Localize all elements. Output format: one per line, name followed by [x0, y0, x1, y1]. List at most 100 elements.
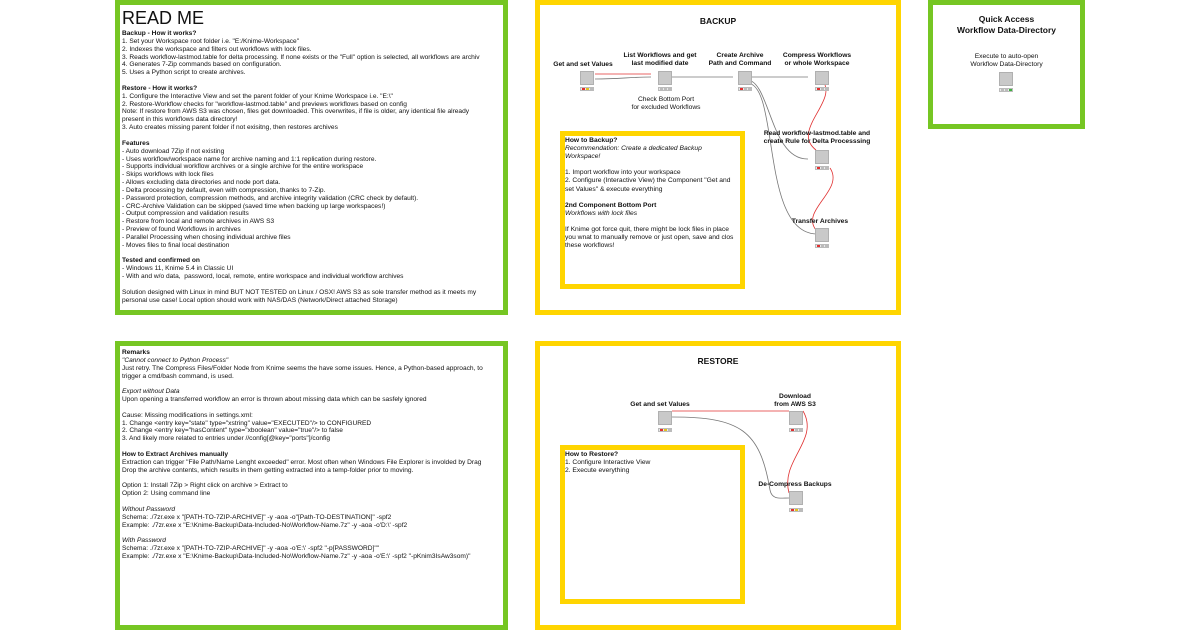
restore-node-download-status	[789, 428, 803, 432]
text-line: Schema: ./7zr.exe x "[PATH-TO-7ZIP-ARCHI…	[122, 513, 392, 521]
text-line: trigger a cmd/bash command, is used.	[122, 372, 234, 380]
backup-node-label-read-lastmod: Read workflow-lastmod.table and create R…	[763, 130, 871, 146]
readme-text: Backup - How it works?1. Set your Worksp…	[122, 30, 502, 305]
text-line: - Parallel Processing when chosing indiv…	[122, 233, 291, 241]
backup-node-transfer[interactable]	[815, 228, 829, 242]
text-line: 1. Change <entry key="state" type="xstri…	[122, 419, 372, 427]
backup-node-sub-list-workflows: Check Bottom Port for excluded Workflows	[631, 96, 701, 112]
text-line: 3. And likely more related to entries un…	[122, 435, 331, 443]
text-line: Workspace!	[565, 153, 601, 161]
backup-node-create-archive-status	[738, 87, 752, 91]
backup-node-label-compress: Compress Workflows or whole Workspace	[782, 52, 852, 68]
text-line: these workflows!	[565, 242, 615, 250]
text-line: 2. Configure (Interactive View) the Comp…	[565, 177, 731, 185]
text-line: 2nd Component Bottom Port	[565, 201, 657, 209]
restore-node-decompress-status	[789, 508, 803, 512]
text-line: - Auto download 7Zip if not existing	[122, 147, 225, 155]
backup-node-label-create-archive: Create Archive Path and Command	[708, 52, 772, 68]
text-line: - Preview of found Workflows in archives	[122, 226, 241, 234]
text-line: - CRC-Archive Validation can be skipped …	[122, 202, 386, 210]
backup-node-transfer-status	[815, 244, 829, 248]
remarks-text: Remarks"Cannot connect to Python Process…	[122, 349, 502, 561]
text-line: "Cannot connect to Python Process"	[122, 356, 229, 364]
restore-node-get-values[interactable]	[658, 411, 672, 425]
link-red-compress-to-read	[808, 79, 827, 151]
backup-node-list-workflows[interactable]	[658, 71, 672, 85]
restore-howto-box	[560, 445, 745, 604]
backup-node-get-values-status	[580, 87, 594, 91]
text-line: 1. Configure Interactive View	[565, 459, 651, 467]
text-line: 3. Auto creates missing parent folder if…	[122, 124, 338, 132]
text-line: 3. Reads workflow-lastmod.table for delt…	[122, 53, 480, 61]
quick-access-node[interactable]	[999, 72, 1013, 86]
text-line: 2. Execute everything	[565, 467, 630, 475]
text-line: 2. Restore-Workflow checks for "workflow…	[122, 100, 407, 108]
backup-node-compress-status	[815, 87, 829, 91]
backup-node-label-get-values: Get and set Values	[553, 61, 613, 68]
text-line: Upon opening a transferred workflow an e…	[122, 396, 427, 404]
restore-node-label-decompress: De-Compress Backups	[758, 481, 832, 488]
quick-access-node-label: Execute to auto-open Workflow Data-Direc…	[970, 53, 1043, 69]
text-line: set Values" & execute everything	[565, 185, 663, 193]
box-title: How to Restore?	[565, 451, 619, 458]
text-line: 1. Import workflow into your workspace	[565, 169, 681, 177]
backup-node-read-lastmod[interactable]	[815, 150, 829, 164]
restore-node-download[interactable]	[789, 411, 803, 425]
text-line: How to Extract Archives manually	[122, 450, 229, 458]
text-line: Backup - How it works?	[122, 30, 197, 37]
text-line: - With and w/o data, password, local, re…	[122, 273, 404, 281]
text-line: Remarks	[122, 349, 150, 356]
text-line: - Moves files to final local destination	[122, 241, 230, 249]
restore-node-get-values-status	[658, 428, 672, 432]
restore-node-label-download: Download from AWS S3	[774, 393, 816, 409]
text-line: personal use case! Local option should w…	[122, 296, 398, 304]
text-line: 2. Change <entry key="hasContent" type="…	[122, 427, 343, 435]
text-line: - Uses workflow/workspace name for archi…	[122, 155, 377, 163]
text-line: If Knime got force quit, there might be …	[565, 226, 729, 234]
backup-howto-text: How to Backup?Recommendation: Create a d…	[565, 137, 741, 250]
text-line: Tested and confirmed on	[122, 257, 200, 265]
link-red-read-to-transfer	[812, 167, 834, 231]
text-line: - Delta processing by default, even with…	[122, 186, 326, 194]
backup-node-list-workflows-status	[658, 87, 672, 91]
text-line: Schema: ./7zr.exe x "[PATH-TO-7ZIP-ARCHI…	[122, 545, 380, 553]
backup-annotation	[535, 0, 901, 315]
text-line: Option 1: Install 7Zip > Right click on …	[122, 482, 288, 490]
text-line: With Password	[122, 537, 166, 545]
backup-title: BACKUP	[699, 16, 737, 26]
text-line: - Restore from local and remote archives…	[122, 218, 275, 226]
text-line: Note: If restore from AWS S3 was chosen,…	[122, 108, 470, 116]
text-line: - Output compression and validation resu…	[122, 210, 249, 218]
text-line: Workflows with lock files	[565, 209, 638, 217]
backup-node-label-transfer: Transfer Archives	[791, 218, 849, 225]
text-line: Option 2: Using command line	[122, 490, 211, 498]
backup-node-label-list-workflows: List Workflows and get last modified dat…	[623, 52, 697, 68]
backup-howto-box	[560, 131, 745, 289]
backup-node-create-archive[interactable]	[738, 71, 752, 85]
box-title: How to Backup?	[565, 137, 618, 144]
link-create-to-read	[746, 79, 809, 160]
text-line: Without Password	[122, 505, 176, 513]
text-line: 2. Indexes the workspace and filters out…	[122, 45, 312, 53]
restore-annotation	[535, 341, 901, 630]
link-restore-red-2	[787, 410, 808, 494]
backup-node-read-lastmod-status	[815, 166, 829, 170]
text-line: - Windows 11, Knime 5.4 in Classic UI	[122, 265, 234, 273]
text-line: 4. Generates 7-Zip commands based on con…	[122, 61, 282, 69]
backup-node-get-values[interactable]	[580, 71, 594, 85]
text-line: Just retry. The Compress Files/Folder No…	[122, 364, 483, 372]
readme-annotation	[115, 0, 508, 315]
text-line: Drop the archive contents, which results…	[122, 466, 414, 474]
quick-access-annotation	[928, 0, 1085, 129]
backup-node-compress[interactable]	[815, 71, 829, 85]
quick-access-node-status	[999, 88, 1013, 92]
restore-node-label-get-values: Get and set Values	[630, 401, 690, 408]
link-get-to-list	[594, 76, 652, 80]
text-line: 1. Set your Workspace root folder i.e. "…	[122, 37, 300, 45]
text-line: Export without Data	[122, 388, 180, 396]
restore-title: RESTORE	[697, 356, 739, 366]
readme-title: READ ME	[122, 8, 205, 28]
restore-node-decompress[interactable]	[789, 491, 803, 505]
text-line: - Skips workflows with lock files	[122, 171, 214, 179]
